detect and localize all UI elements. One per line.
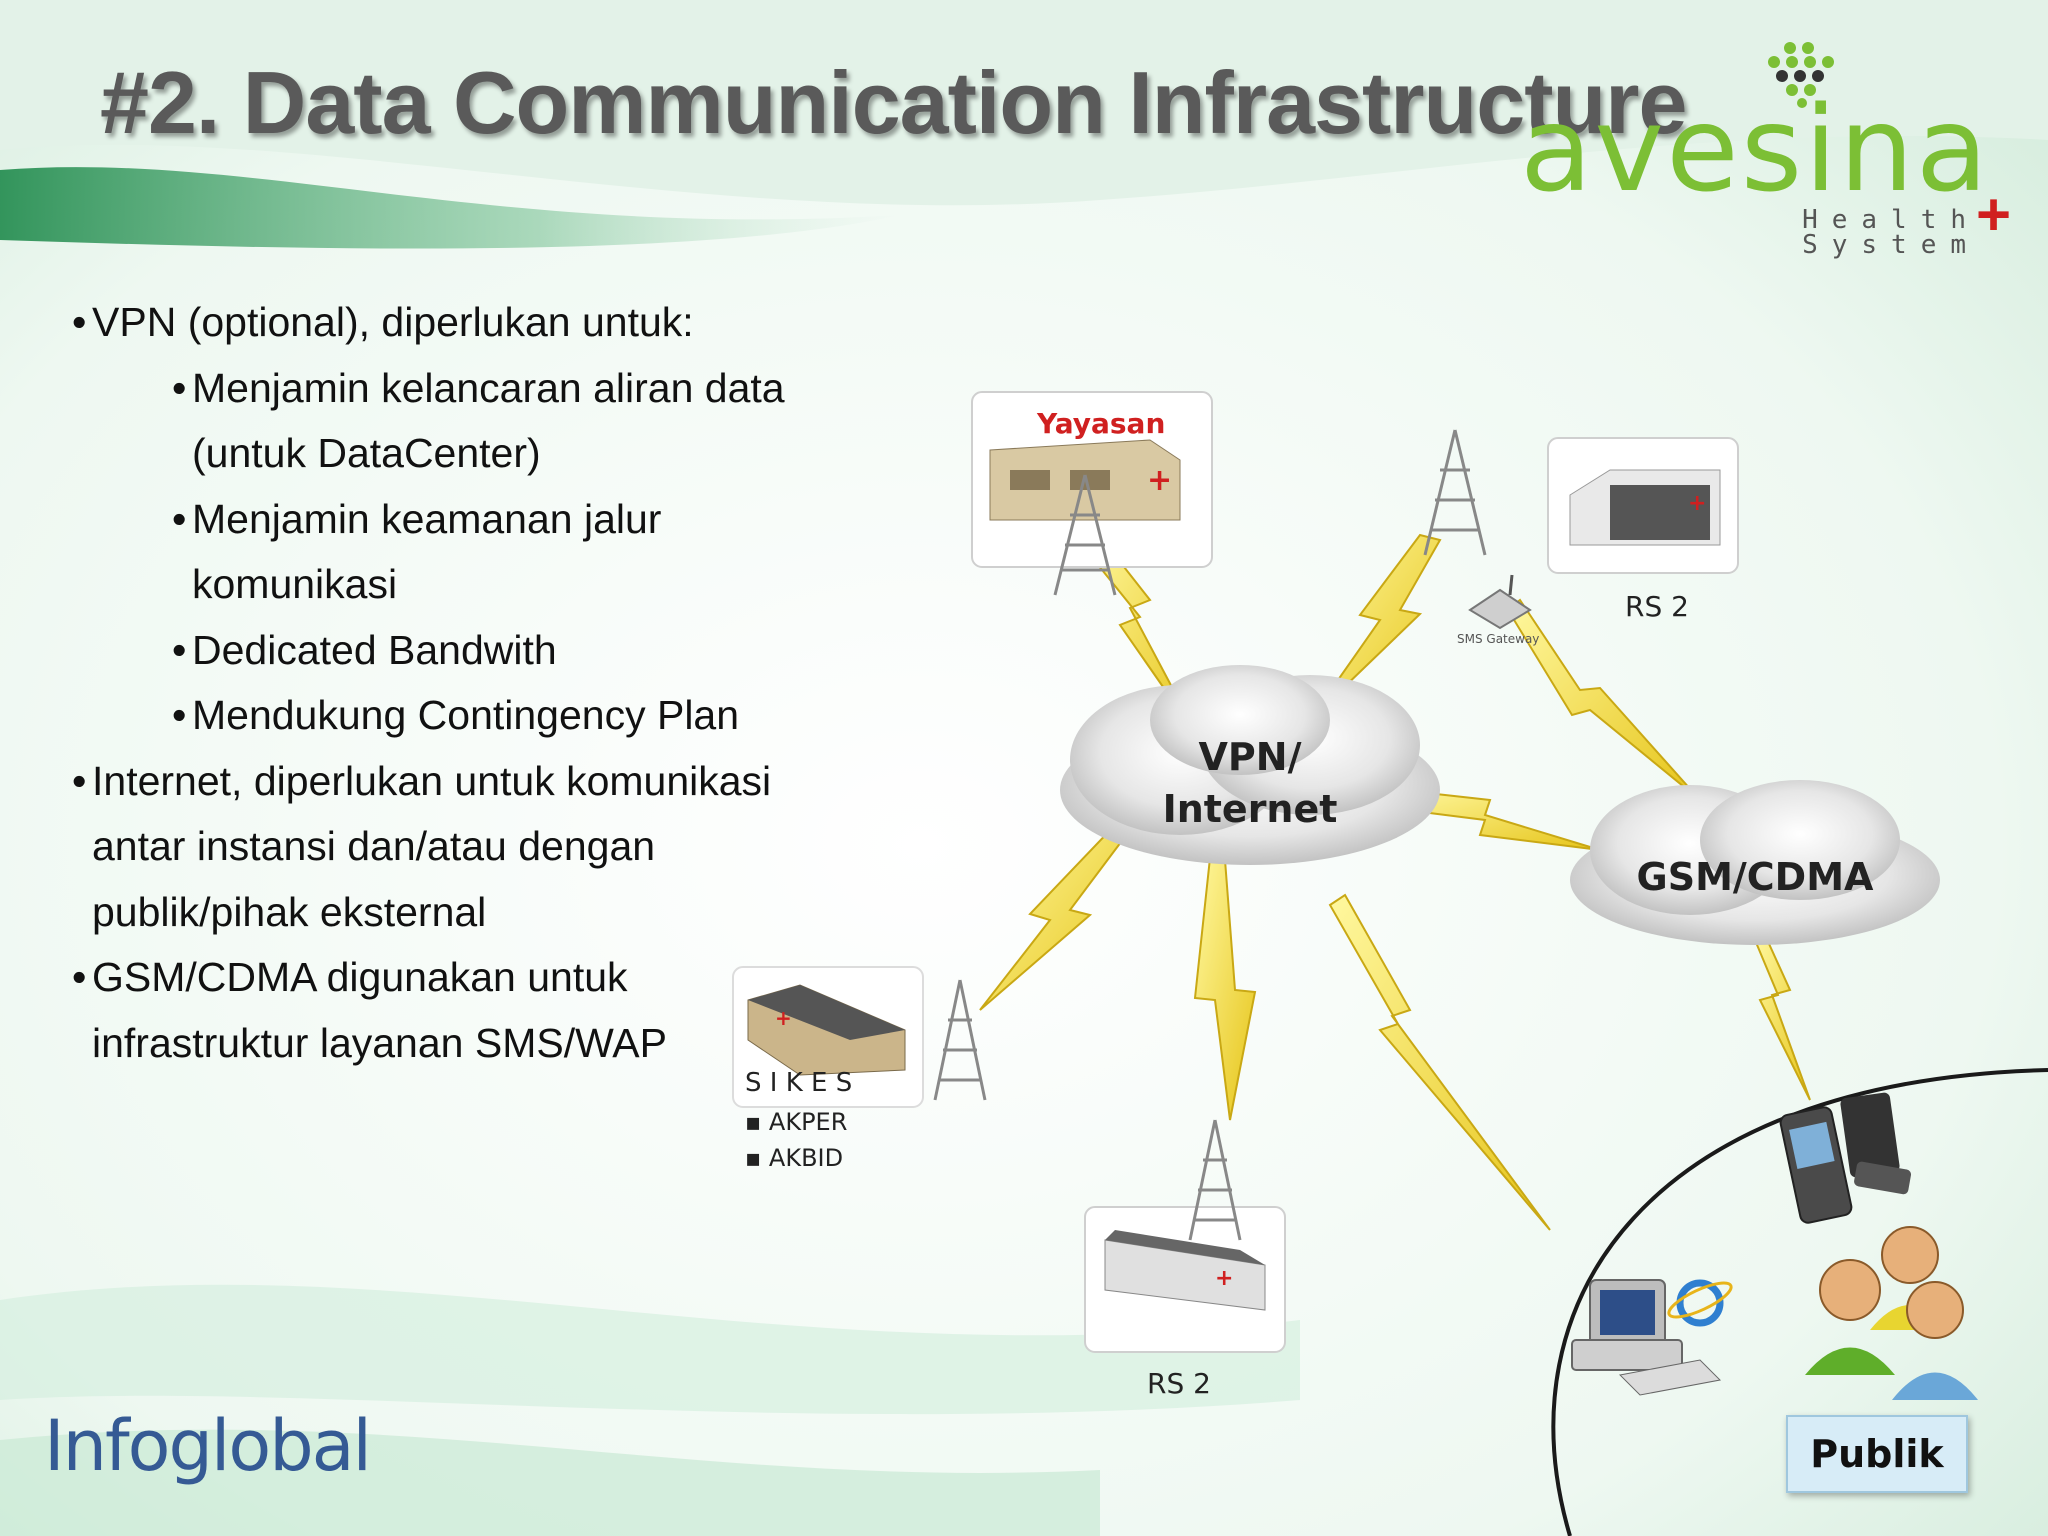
rs2-bottom-label: RS 2 bbox=[1147, 1367, 1211, 1400]
sms-gateway-label: SMS Gateway bbox=[1457, 632, 1540, 646]
bullet-dot-icon: • bbox=[172, 692, 187, 738]
sikes-label: S I K E S bbox=[745, 1068, 853, 1098]
tower-rs2-bottom-icon bbox=[1188, 1119, 1242, 1241]
mobile-phones-icon bbox=[1779, 1092, 1912, 1224]
yayasan-label: Yayasan bbox=[1037, 407, 1166, 440]
rs2-top-label: RS 2 bbox=[1625, 590, 1689, 623]
bullet-list: •VPN (optional), diperlukan untuk:•Menja… bbox=[72, 290, 892, 1076]
logo-line1: Health bbox=[1802, 205, 1980, 235]
bullet-text: VPN (optional), diperlukan untuk: bbox=[92, 299, 694, 345]
vpn-label-line1: VPN/ bbox=[1198, 735, 1302, 779]
bullet-text: Menjamin keamanan jalur bbox=[192, 495, 662, 542]
bolt-publik-phone bbox=[1753, 933, 1811, 1101]
avesina-logo: avesina Health System + bbox=[1520, 40, 2011, 260]
tower-icons bbox=[933, 429, 1487, 1241]
bullet-text: komunikasi bbox=[192, 561, 398, 607]
akbid-label: ▪ AKBID bbox=[745, 1144, 844, 1172]
bolt-sikes bbox=[979, 823, 1132, 1011]
tower-rs2-icon bbox=[1423, 429, 1487, 556]
bolt-rs2-bottom bbox=[1193, 856, 1257, 1121]
akper-text: AKPER bbox=[768, 1108, 848, 1136]
people-icon bbox=[1805, 1226, 1978, 1400]
tower-yayasan-icon bbox=[1053, 474, 1117, 596]
bullet-dot-icon: • bbox=[172, 364, 187, 411]
bullet-dot-icon: • bbox=[72, 757, 87, 804]
bullet-text: Dedicated Bandwith bbox=[192, 626, 557, 673]
bullet-continuation: komunikasi bbox=[172, 552, 892, 618]
gsm-label: GSM/CDMA bbox=[1636, 855, 1874, 899]
bullet-continuation: infrastruktur layanan SMS/WAP bbox=[72, 1011, 892, 1077]
sikes-card: + bbox=[732, 966, 924, 1108]
tower-sikes-icon bbox=[933, 979, 987, 1101]
rs2-bottom-card: + bbox=[1084, 1206, 1286, 1353]
publik-area bbox=[1551, 1068, 2048, 1536]
bullet-dot-icon: • bbox=[172, 626, 187, 673]
bullet-text: Internet, diperlukan untuk komunikasi bbox=[92, 757, 772, 804]
bolt-rs2-top bbox=[1309, 533, 1442, 721]
svg-text:+: + bbox=[1147, 463, 1172, 498]
bullet-text: publik/pihak eksternal bbox=[92, 888, 487, 935]
bullet-continuation: (untuk DataCenter) bbox=[172, 421, 892, 487]
svg-text:+: + bbox=[1215, 1266, 1233, 1291]
svg-text:+: + bbox=[775, 1006, 792, 1030]
infoglobal-logo: Infoglobal bbox=[44, 1405, 372, 1487]
bolt-sms bbox=[1506, 598, 1701, 801]
page-title: #2. Data Communication Infrastructure bbox=[100, 53, 1687, 152]
gsm-cloud bbox=[1570, 780, 1940, 945]
vpn-cloud bbox=[1060, 665, 1440, 865]
bullet-text: GSM/CDMA digunakan untuk bbox=[92, 954, 628, 1000]
bullet-item: •Dedicated Bandwith bbox=[172, 618, 892, 684]
bullet-item: •GSM/CDMA digunakan untuk bbox=[72, 945, 892, 1011]
bullet-item: •Internet, diperlukan untuk komunikasi bbox=[72, 749, 892, 815]
bolt-publik-pc bbox=[1328, 893, 1551, 1231]
bullet-continuation: publik/pihak eksternal bbox=[72, 880, 892, 946]
bullet-text: antar instansi dan/atau dengan bbox=[92, 823, 656, 869]
bullet-text: infrastruktur layanan SMS/WAP bbox=[92, 1019, 667, 1066]
akper-label: ▪ AKPER bbox=[745, 1108, 848, 1136]
svg-text:+: + bbox=[1688, 491, 1706, 516]
bullet-continuation: antar instansi dan/atau dengan bbox=[72, 814, 892, 880]
bullet-dot-icon: • bbox=[172, 495, 187, 542]
bullet-item: •Menjamin kelancaran aliran data bbox=[172, 356, 892, 422]
bullet-text: Mendukung Contingency Plan bbox=[192, 692, 740, 738]
logo-dots-icon bbox=[1768, 42, 1834, 108]
logo-line2: System bbox=[1802, 230, 1980, 260]
bullet-dot-icon: • bbox=[72, 299, 87, 345]
bullet-item: •Menjamin keamanan jalur bbox=[172, 487, 892, 553]
logo-plus-icon: + bbox=[1976, 181, 2012, 248]
logo-word: avesina bbox=[1520, 80, 1991, 218]
akbid-text: AKBID bbox=[768, 1144, 844, 1172]
computer-icon bbox=[1571, 1279, 1733, 1396]
bullet-text: Menjamin kelancaran aliran data bbox=[192, 364, 785, 411]
bullet-dot-icon: • bbox=[72, 954, 87, 1000]
rs2-top-card: + bbox=[1547, 437, 1739, 574]
bullet-item: •Mendukung Contingency Plan bbox=[172, 683, 892, 749]
bullet-item: •VPN (optional), diperlukan untuk: bbox=[72, 290, 892, 356]
sms-gateway-icon bbox=[1468, 574, 1532, 630]
publik-box: Publik bbox=[1786, 1415, 1968, 1493]
vpn-label-line2: Internet bbox=[1162, 787, 1338, 831]
bullet-text: (untuk DataCenter) bbox=[192, 430, 541, 476]
